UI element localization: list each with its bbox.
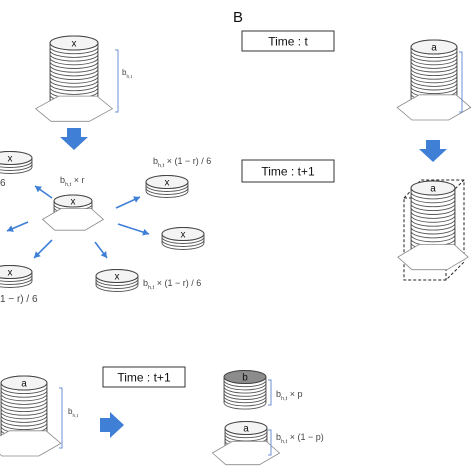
stack-top-center-top <box>49 35 99 51</box>
stack-top-right-letter: a <box>431 43 437 54</box>
stack-center-top <box>53 194 93 208</box>
stack-satellite-right-bottom: x <box>95 269 139 292</box>
bracket-bottom-a <box>268 429 272 456</box>
big-arrow-down-right <box>419 140 447 162</box>
label-b-bottom-left-b: b <box>68 407 73 416</box>
stack-bottom-b-top <box>223 370 267 384</box>
arrow-to-left-bottom <box>33 239 53 259</box>
big-arrow-down-left <box>60 128 88 150</box>
stack-top-right-base <box>396 94 472 121</box>
big-arrow-right-bottom <box>100 412 124 438</box>
stack-satellite-right-bottom-letter: x <box>115 272 120 283</box>
stack-center-base <box>41 208 105 231</box>
label-b-times-one-minus-p-b: b <box>276 432 281 442</box>
stack-bottom-left-letter: a <box>21 379 27 390</box>
stack-bottom-a-top <box>224 421 268 435</box>
time-box-t-plus-1-right-frame <box>241 159 335 183</box>
label-sat-right-bottom-sub: h,t <box>148 285 155 291</box>
stack-bottom-b-letter: b <box>242 373 248 384</box>
stack-bottom-b: b <box>223 370 267 410</box>
stack-top-center-letter: x <box>72 39 77 50</box>
stack-bottom-a-base <box>211 440 281 466</box>
label-b-times-one-minus-p: bh,t × (1 − p) <box>276 432 324 445</box>
label-sat-right-top-b: b <box>153 156 158 166</box>
label-b-times-p-b: b <box>276 389 281 399</box>
dashed-prism-outline <box>403 179 465 281</box>
stack-top-right-top <box>410 39 458 55</box>
time-box-t-plus-1-bottom-frame <box>102 366 186 388</box>
label-sat-right-bottom-rest: × (1 − r) / 6 <box>154 278 201 288</box>
arrow-to-right-bottom-head <box>100 251 107 258</box>
label-b-times-p: bh,t × p <box>276 389 302 402</box>
stack-satellite-left-top-letter: x <box>8 154 13 165</box>
label-b-times-r: bh,t × r <box>60 175 84 188</box>
arrow-to-left-top-head <box>35 186 42 193</box>
stack-middle-right-base <box>397 244 469 271</box>
stack-bottom-a-letter: a <box>243 424 249 435</box>
label-sat-right-bottom-b: b <box>143 278 148 288</box>
stack-satellite-left-bottom: x <box>0 265 33 288</box>
stack-satellite-right-top: x <box>145 175 189 198</box>
stack-satellite-right-top-top <box>145 175 189 189</box>
label-left-fragment-bottom: 1 − r) / 6 <box>0 294 38 305</box>
stack-bottom-left-top <box>0 375 48 391</box>
panel-label-b: B <box>233 9 243 26</box>
time-box-t-plus-1-bottom-label: Time : t+1 <box>117 371 171 385</box>
label-b-top-b: b <box>122 68 127 77</box>
label-left-fragment-top: 6 <box>0 178 6 189</box>
arrow-to-right-mid <box>117 223 150 236</box>
arrow-to-right-bottom <box>94 241 108 259</box>
label-b-times-one-minus-p-sub: h,t <box>281 439 288 445</box>
label-b-times-one-minus-p-rest: × (1 − p) <box>287 432 324 442</box>
stack-satellite-right-mid-letter: x <box>181 230 186 241</box>
bracket-bottom-left <box>59 387 63 449</box>
label-b-top: bh,t <box>122 68 133 80</box>
stack-satellite-right-mid-top <box>161 227 205 241</box>
arrow-to-right-mid-head <box>142 228 149 236</box>
label-b-top-sub: h,t <box>126 74 132 80</box>
stack-satellite-left-top-top <box>0 151 33 165</box>
arrow-to-left-top <box>34 185 53 199</box>
stack-center-letter: x <box>71 197 76 208</box>
label-b-bottom-left-sub: h,t <box>72 413 78 419</box>
label-b-times-r-sub: h,t <box>65 182 72 188</box>
arrow-to-left-bottom-head <box>34 251 41 258</box>
stack-satellite-right-top-letter: x <box>165 178 170 189</box>
label-b-times-p-sub: h,t <box>281 396 288 402</box>
stack-satellite-left-bottom-top <box>0 265 33 279</box>
label-sat-right-top-sub: h,t <box>158 163 165 169</box>
stack-satellite-left-bottom-letter: x <box>8 268 13 279</box>
stack-middle-right-top <box>410 180 456 196</box>
bracket-top-center <box>115 49 119 113</box>
stack-satellite-left-top: x <box>0 151 33 174</box>
arrow-to-left-mid <box>6 221 29 232</box>
stack-bottom-left-base <box>0 430 62 457</box>
time-box-t-label: Time : t <box>268 35 308 49</box>
arrow-to-left-mid-head <box>7 225 14 232</box>
label-b-bottom-left: bh,t <box>68 407 79 419</box>
stack-middle-right-letter: a <box>430 184 436 195</box>
stack-top-right: a <box>410 39 458 113</box>
stack-satellite-right-bottom-top <box>95 269 139 283</box>
arrow-to-right-top-head <box>133 196 140 203</box>
bracket-top-right <box>459 51 463 113</box>
bracket-bottom-b <box>268 379 272 406</box>
time-box-t-plus-1-right-label: Time : t+1 <box>261 165 315 179</box>
time-box-t-frame <box>241 30 335 52</box>
label-b-times-p-rest: × p <box>287 389 302 399</box>
stack-top-center-base <box>34 95 114 122</box>
stack-satellite-right-mid: x <box>161 227 205 250</box>
label-sat-right-top-rest: × (1 − r) / 6 <box>164 156 211 166</box>
arrow-to-right-top <box>115 196 141 209</box>
label-b-times-r-rest: × r <box>71 175 84 185</box>
label-sat-right-bottom: bh,t × (1 − r) / 6 <box>143 278 201 291</box>
label-sat-right-top: bh,t × (1 − r) / 6 <box>153 156 211 169</box>
label-b-times-r-b: b <box>60 175 65 185</box>
